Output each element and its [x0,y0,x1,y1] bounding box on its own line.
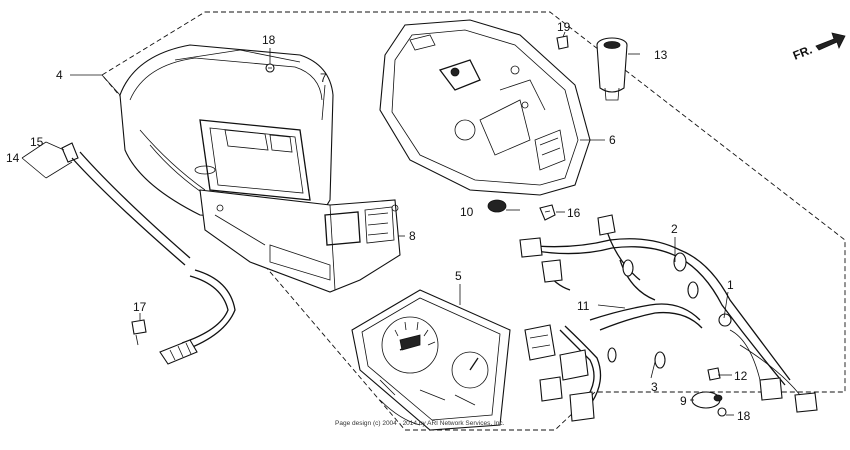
callout-8: 8 [409,229,416,243]
meter-inner-case [379,19,591,196]
screw-12 [707,367,721,381]
callout-3: 3 [651,380,658,394]
screw-16 [539,204,556,221]
screw-18-upper [265,63,275,73]
upper-meter-cover [119,44,334,223]
screw-17 [131,319,147,346]
speedometer-cable [61,142,236,365]
cable-clip [691,391,723,409]
callout-2: 2 [671,222,678,236]
screw-18-lower [717,407,727,417]
callout-18-lower: 18 [737,409,751,423]
front-direction-indicator: FR. [791,32,846,63]
screw-19 [556,35,569,50]
callout-10: 10 [460,205,474,219]
callout-13: 13 [654,48,668,62]
arrow-right-icon [815,32,846,51]
leader-lines [21,31,734,416]
callout-19: 19 [557,20,571,34]
callout-1: 1 [727,278,734,292]
grommet [487,199,507,213]
callout-6: 6 [609,133,616,147]
callout-4: 4 [56,68,63,82]
callout-14: 14 [6,151,20,165]
wire-harness [519,214,818,422]
indicator-socket [596,37,628,101]
callout-7: 7 [320,71,327,85]
callout-5: 5 [455,269,462,283]
callout-15: 15 [30,135,44,149]
callout-12: 12 [734,369,748,383]
callout-16: 16 [567,206,581,220]
callout-17: 17 [133,300,147,314]
callouts: 1 2 3 4 5 6 7 8 9 10 11 12 13 14 15 16 1… [6,20,751,423]
front-label: FR. [791,43,814,63]
callout-18-upper: 18 [262,33,276,47]
callout-9: 9 [680,394,687,408]
copyright-text: Page design (c) 2004 - 2014 by ARI Netwo… [335,420,505,427]
callout-11: 11 [577,299,590,313]
meter-panel [351,289,511,431]
lower-meter-case [199,189,401,293]
